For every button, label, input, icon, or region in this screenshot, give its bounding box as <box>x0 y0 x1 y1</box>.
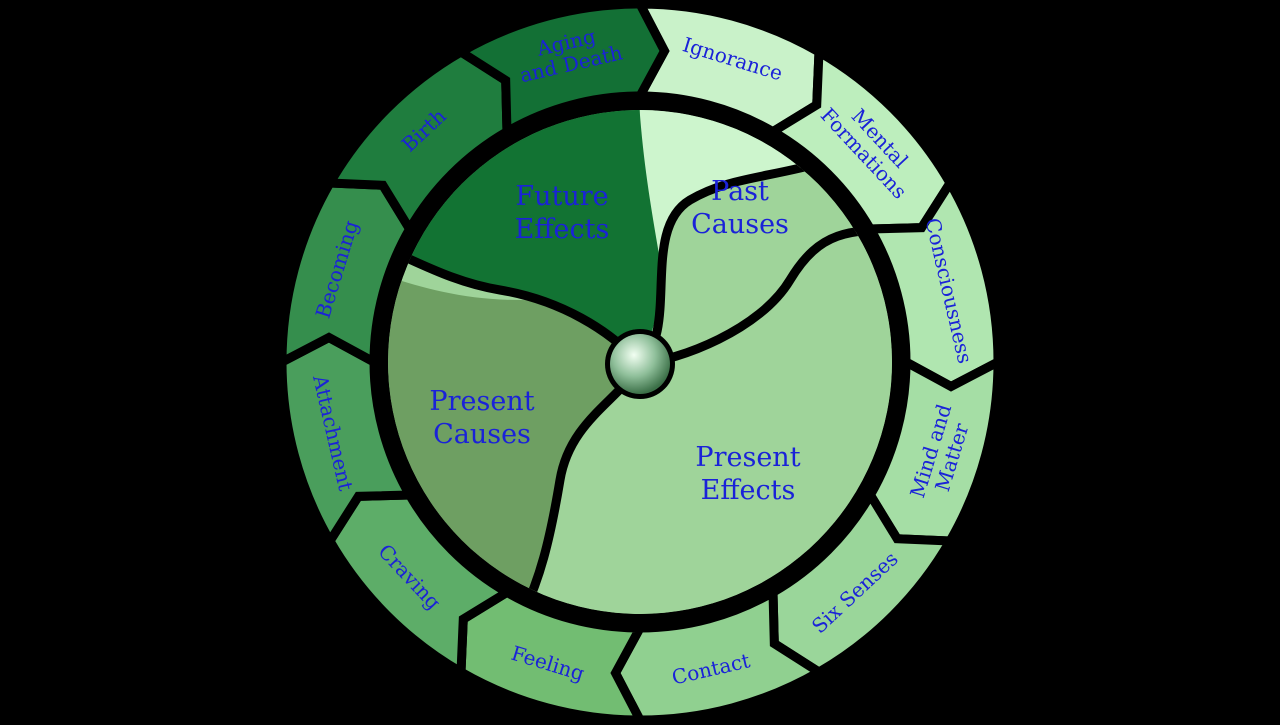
label-past-causes-line: Causes <box>691 209 789 240</box>
label-present-causes-line: Causes <box>433 419 531 450</box>
separator-curve <box>515 359 645 614</box>
outer-ring <box>277 0 1003 725</box>
label-future-effects-line: Effects <box>515 214 610 245</box>
section-present-causes <box>388 250 640 614</box>
hub-sphere <box>610 334 670 394</box>
segment-aging-and-death <box>452 0 670 140</box>
label-present-effects-line: Effects <box>701 475 796 506</box>
label-present-causes-line: Present <box>429 386 534 417</box>
label-past-causes-line: Past <box>711 176 769 207</box>
label-present-effects-line: Present <box>695 442 800 473</box>
label-future-effects-line: Future <box>515 181 608 212</box>
